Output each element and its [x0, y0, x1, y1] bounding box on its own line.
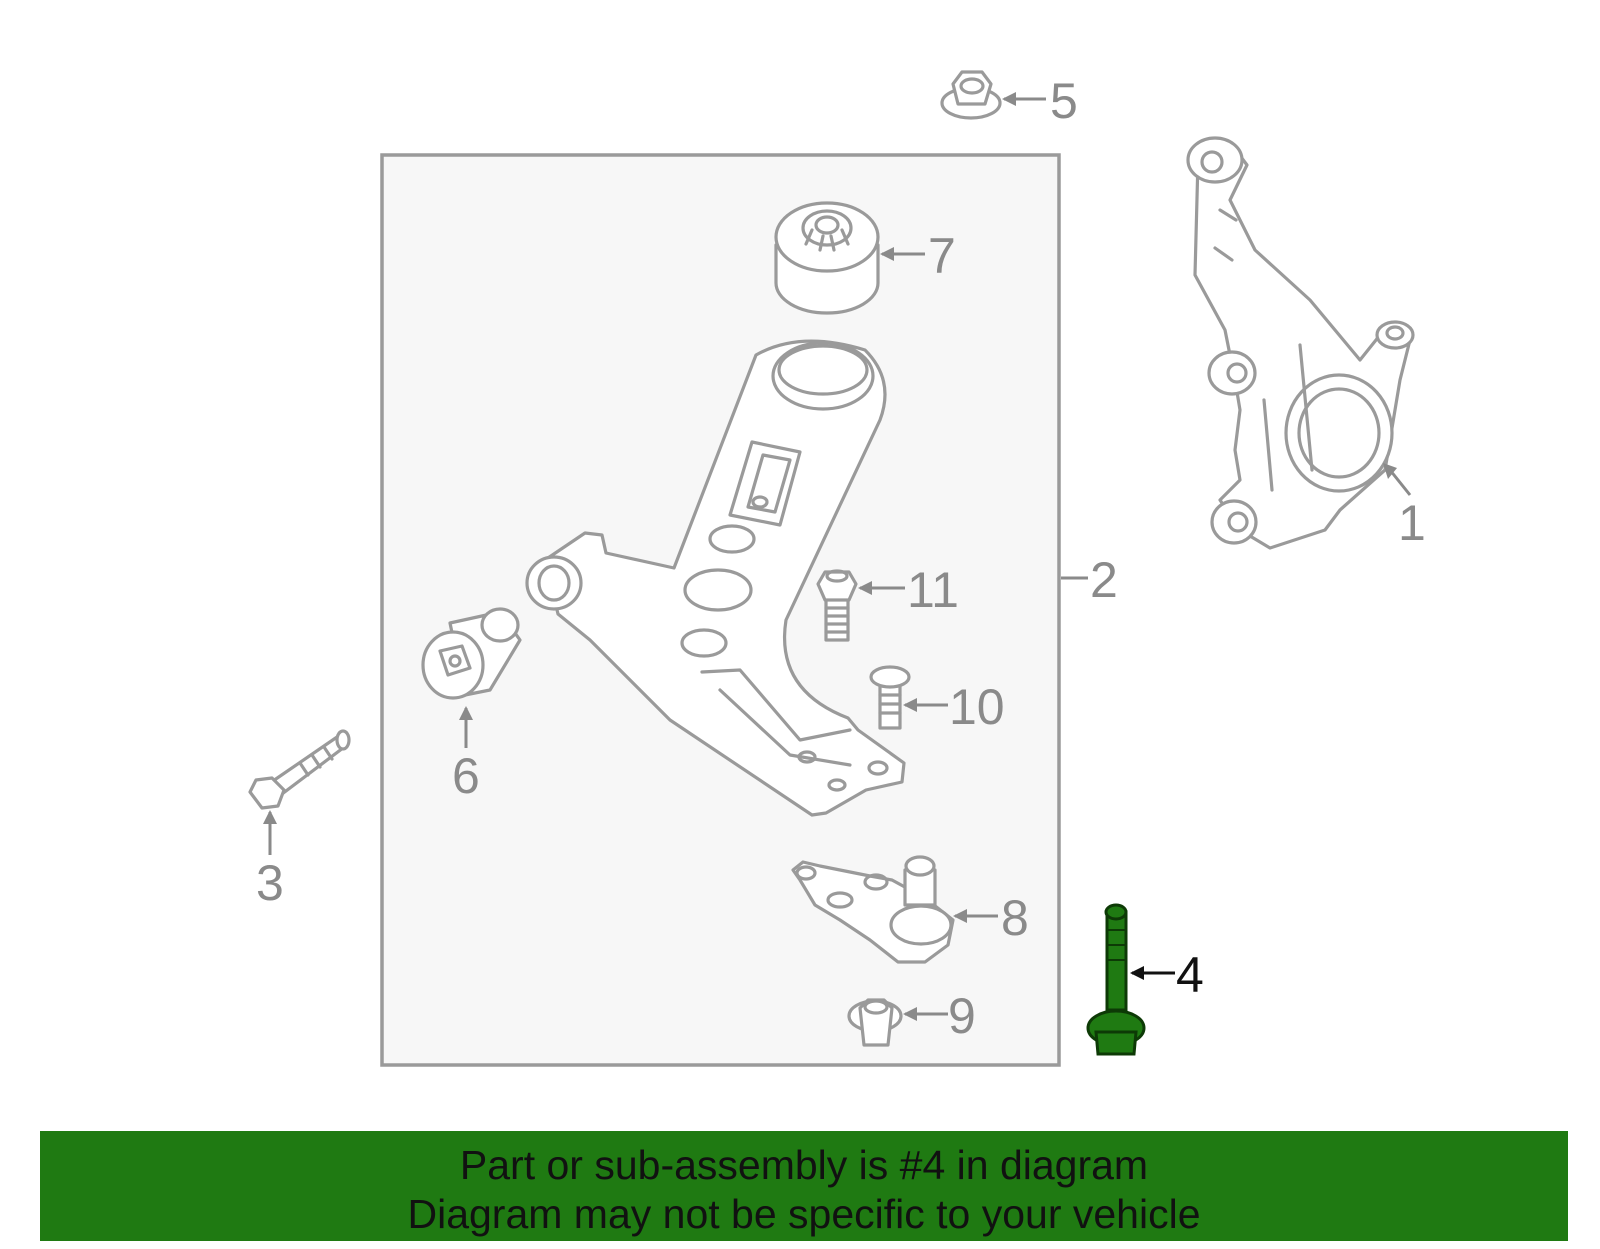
part-5-nut[interactable] — [940, 70, 1002, 120]
callout-4: 4 — [1176, 947, 1204, 1003]
part-2-control-arm[interactable] — [525, 339, 906, 817]
callout-2: 2 — [1090, 552, 1118, 608]
part-6-bushing[interactable] — [421, 607, 522, 700]
part-info-banner: Part or sub-assembly is #4 in diagram Di… — [40, 1131, 1568, 1241]
parts-diagram: 5 7 1 2 11 10 6 3 8 4 9 — [248, 70, 1426, 1067]
banner-line-2: Diagram may not be specific to your vehi… — [407, 1191, 1201, 1237]
part-7-bushing[interactable] — [774, 201, 880, 315]
callout-5: 5 — [1050, 73, 1078, 129]
callout-10: 10 — [949, 679, 1005, 735]
part-10-pin[interactable] — [869, 665, 911, 730]
callout-6: 6 — [452, 748, 480, 804]
banner-line-1: Part or sub-assembly is #4 in diagram — [459, 1142, 1149, 1188]
callout-8: 8 — [1001, 890, 1029, 946]
part-1-steering-knuckle[interactable] — [1186, 136, 1415, 550]
part-11-bolt[interactable] — [816, 569, 858, 642]
callout-3: 3 — [256, 855, 284, 911]
callout-9: 9 — [948, 988, 976, 1044]
part-8-ball-joint[interactable] — [791, 855, 955, 964]
part-3-bolt[interactable] — [248, 729, 351, 810]
callout-1: 1 — [1398, 495, 1426, 551]
part-9-nut[interactable] — [847, 998, 903, 1047]
callout-7: 7 — [928, 228, 956, 284]
part-4-bolt[interactable] — [1086, 903, 1146, 1056]
callout-11: 11 — [907, 562, 959, 618]
